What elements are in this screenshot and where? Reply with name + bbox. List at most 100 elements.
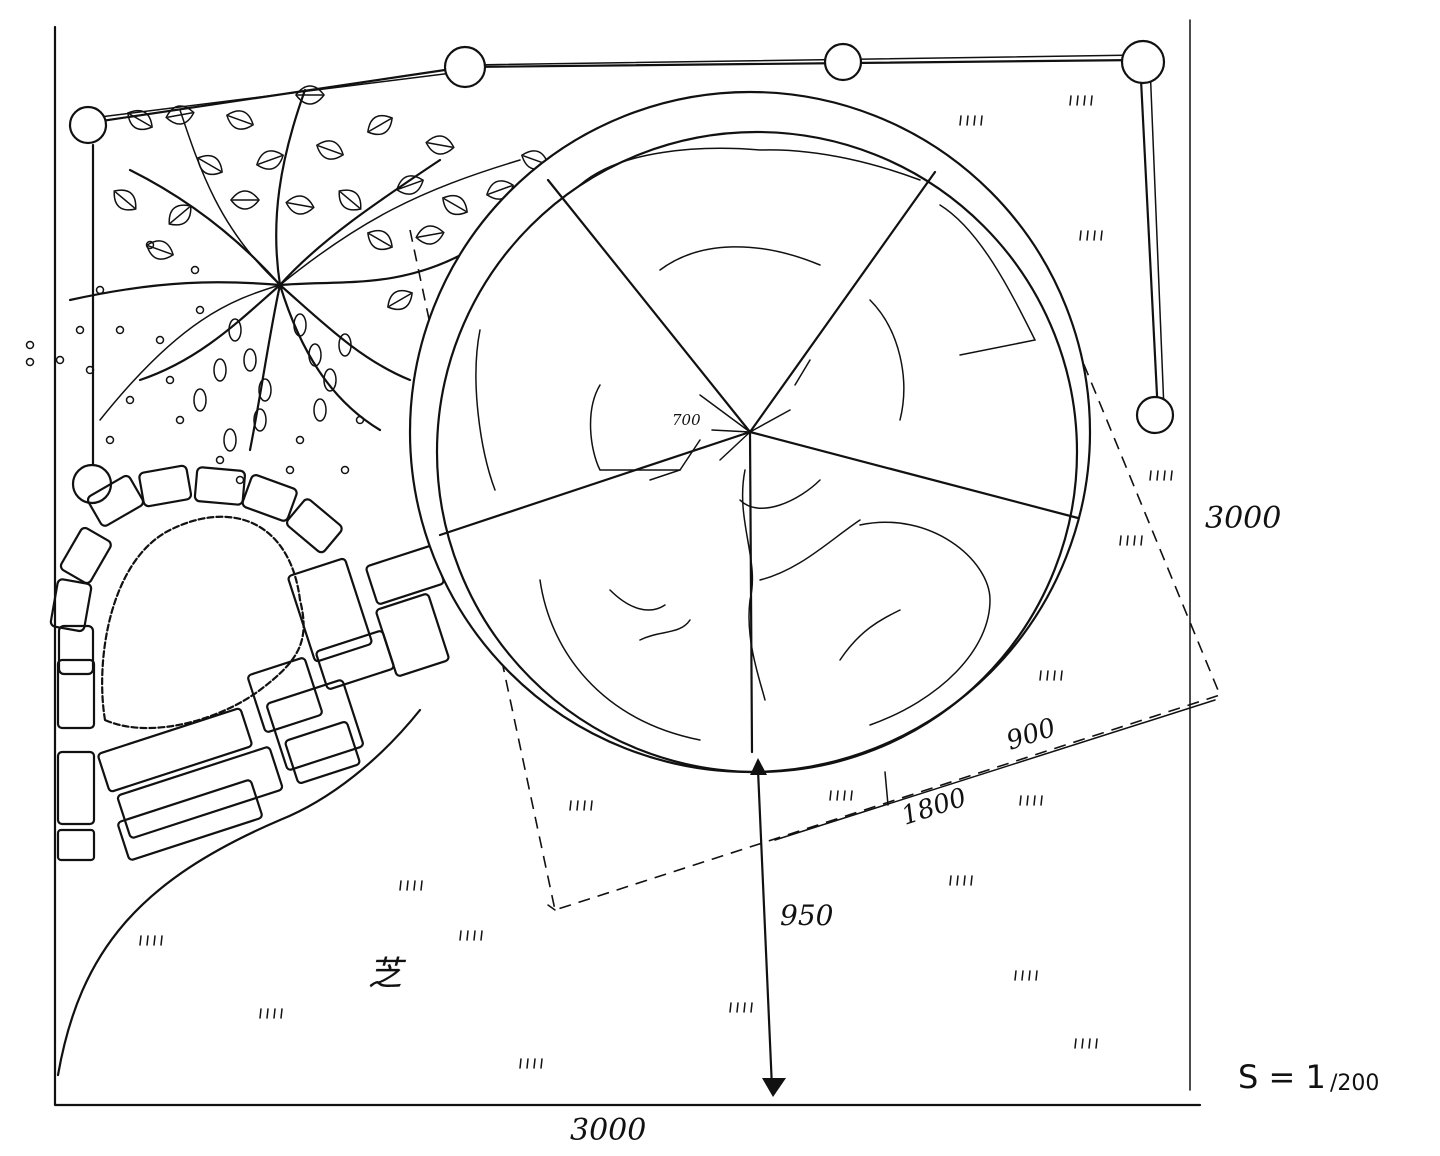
scale-denominator: /200	[1330, 1071, 1379, 1096]
paving-slab-7	[97, 707, 253, 793]
pebble-17	[165, 375, 175, 385]
shrub-bed	[101, 515, 305, 730]
leaf-20	[145, 240, 175, 260]
small-leaf-11	[313, 398, 327, 422]
grass-mark-5	[1079, 230, 1103, 241]
grass-mark-15	[519, 1058, 543, 1069]
leaf-10	[425, 135, 455, 155]
paving-slab-4	[247, 657, 323, 733]
pebble-15	[55, 355, 65, 365]
pebble-2	[115, 325, 125, 335]
grass-mark-17	[729, 1002, 753, 1013]
pebble-16	[95, 285, 105, 295]
dimension-label-right: 3000	[1205, 501, 1281, 536]
small-leaf-8	[253, 408, 267, 432]
stone-paving-arch	[49, 464, 343, 676]
grass-mark-12	[459, 930, 483, 941]
center-mark-label: 700	[672, 411, 701, 429]
pebble-10	[75, 325, 85, 335]
leaf-9	[367, 114, 393, 136]
planter-plant-sketches	[475, 147, 1037, 741]
fence-post-markers	[68, 39, 1175, 505]
arch-stone-4	[285, 498, 343, 554]
grass-mark-11	[139, 935, 163, 946]
pebble-8	[295, 435, 305, 445]
leaf-7	[168, 204, 192, 226]
leaf-5	[197, 154, 223, 176]
dimension-label-bottom: 3000	[570, 1113, 646, 1148]
paving-slab-2	[375, 593, 450, 677]
arch-stone-6	[49, 578, 93, 633]
grass-mark-13	[1014, 970, 1038, 981]
grass-mark-16	[1074, 1038, 1098, 1049]
grass-mark-14	[259, 1008, 283, 1019]
leaf-2	[225, 110, 255, 130]
pebble-11	[195, 305, 205, 315]
leaf-12	[338, 189, 362, 211]
pebble-14	[355, 415, 365, 425]
leaf-14	[442, 194, 468, 216]
leaf-3	[295, 85, 325, 105]
turf-label: 芝	[368, 954, 407, 994]
pebble-19	[25, 340, 35, 350]
paving-slab-9	[117, 779, 263, 861]
left-edge-stones	[56, 658, 96, 862]
paving-slab-6	[284, 720, 361, 785]
small-leaf-4	[308, 343, 322, 367]
grass-hatching	[139, 95, 1173, 1069]
leaf-1	[165, 105, 195, 125]
small-leaf-0	[228, 318, 242, 342]
pebble-7	[105, 435, 115, 445]
scale-prefix: S = 1	[1238, 1058, 1326, 1096]
leaf-22	[387, 289, 413, 311]
pebble-18	[235, 475, 245, 485]
leaf-4	[255, 150, 285, 170]
grass-mark-0	[1069, 95, 1093, 106]
planter-dividers	[438, 170, 1080, 754]
grass-mark-9	[399, 880, 423, 891]
boundary-fence	[86, 54, 1165, 472]
pebble-9	[340, 465, 350, 475]
small-leaf-2	[258, 378, 272, 402]
small-leaf-5	[323, 368, 337, 392]
leaf-11	[395, 175, 425, 195]
pebble-0	[145, 240, 155, 250]
pebble-20	[25, 357, 35, 367]
grass-mark-1	[959, 115, 983, 126]
small-leaf-6	[338, 333, 352, 357]
paving-slab-0	[287, 557, 373, 663]
arch-stone-0	[86, 474, 145, 527]
tree-canopy	[68, 88, 521, 452]
small-leaf-3	[293, 313, 307, 337]
small-leaf-7	[213, 358, 227, 382]
arch-stone-1	[138, 464, 193, 508]
leaf-6	[113, 189, 137, 211]
pebble-12	[215, 455, 225, 465]
paving-slab-5	[266, 679, 364, 771]
arch-stone-3	[241, 474, 298, 522]
leaf-0	[127, 109, 153, 131]
leaf-8	[315, 140, 345, 160]
pebble-4	[85, 365, 95, 375]
pebble-5	[125, 395, 135, 405]
arch-stone-7	[57, 624, 95, 676]
small-leaf-10	[223, 428, 237, 452]
grass-mark-8	[1019, 795, 1043, 806]
pebble-6	[175, 415, 185, 425]
lawn-edge-curve	[56, 708, 422, 1077]
stone-slab-group	[97, 545, 450, 861]
scale-notation: S = 1 /200	[1238, 1058, 1379, 1096]
small-leaf-1	[243, 348, 257, 372]
pebble-1	[190, 265, 200, 275]
square-side-line	[774, 699, 1216, 841]
pebble-3	[155, 335, 165, 345]
lot-boundary	[53, 19, 1202, 1107]
grass-mark-7	[829, 790, 853, 801]
leaf-18	[367, 229, 393, 251]
arch-stone-2	[193, 466, 246, 506]
grass-mark-2	[1149, 470, 1173, 481]
small-leaf-9	[193, 388, 207, 412]
leaf-17	[415, 225, 445, 245]
leaf-13	[285, 195, 315, 215]
